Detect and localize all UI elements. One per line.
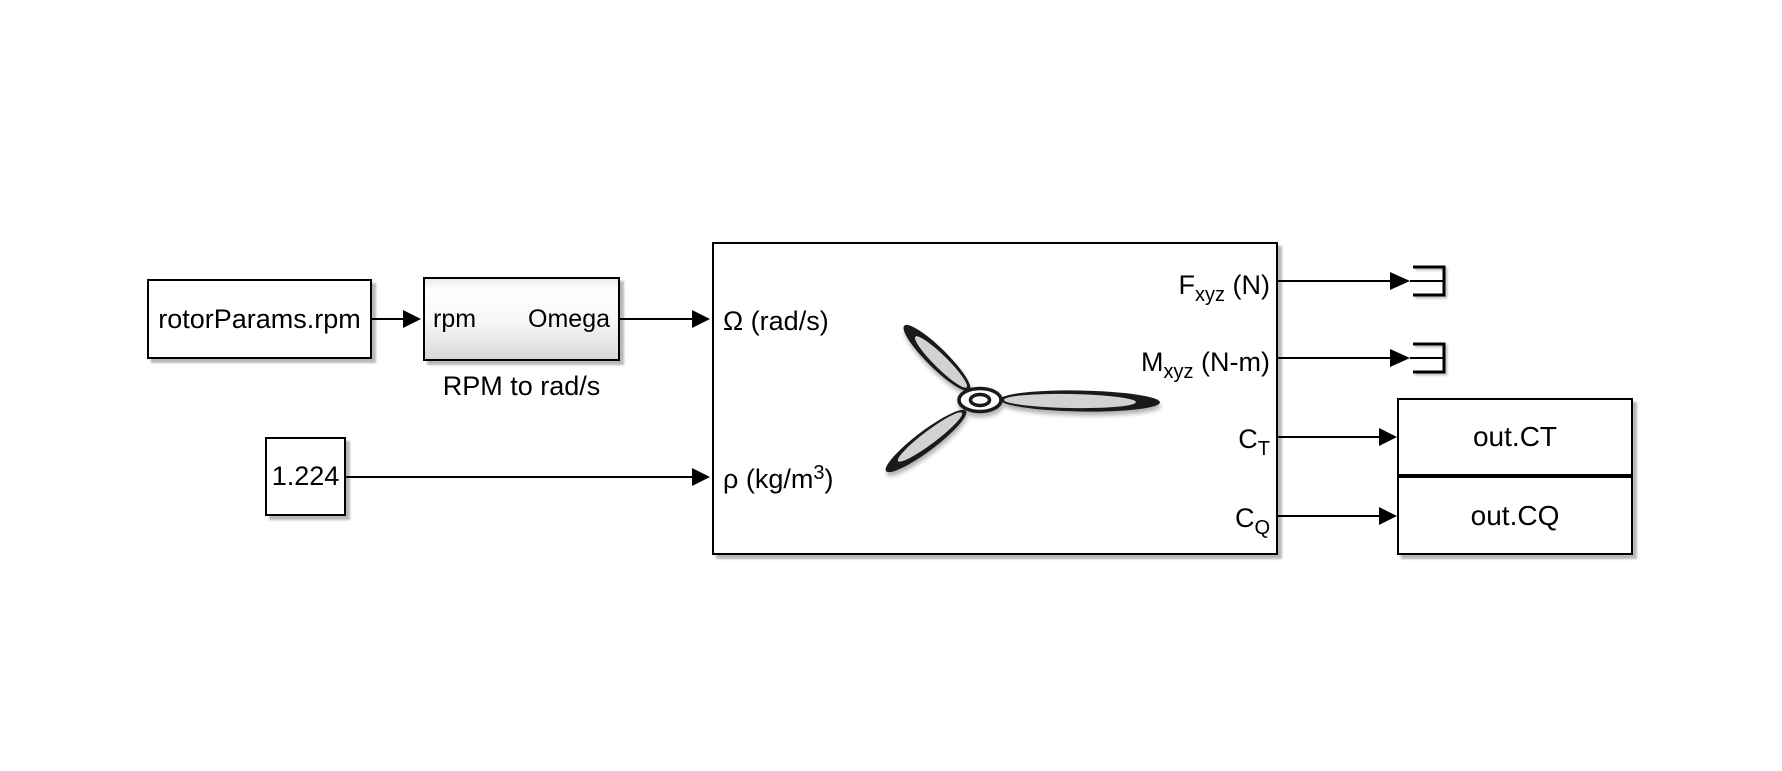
rotor-input-rho-label: ρ (kg/m3) (723, 462, 834, 495)
out-ct-label: out.CT (1472, 421, 1558, 452)
rotor-input-omega-label: Ω (rad/s) (723, 306, 829, 337)
blade-right-face (1004, 393, 1136, 409)
arrowhead-omega (692, 310, 710, 328)
arrowhead-rho (692, 468, 710, 486)
rotor-output-ct-label: CT (1238, 424, 1270, 461)
terminator-moment-icon[interactable] (1413, 342, 1446, 374)
rotor-params-label: rotorParams.rpm (158, 303, 361, 334)
rpm-converter-name: RPM to rad/s (442, 371, 601, 401)
rotor-block[interactable]: Ω (rad/s) ρ (kg/m3) Fxyz (N) Mxyz (N-m) … (712, 242, 1278, 555)
rpm-converter-block[interactable]: rpm Omega (423, 277, 620, 361)
arrowhead-cq (1379, 507, 1397, 525)
propeller-icon (885, 324, 1160, 473)
out-cq-block[interactable]: out.CQ (1397, 476, 1633, 555)
arrowhead-rpm (403, 310, 421, 328)
rotor-params-block[interactable]: rotorParams.rpm (147, 279, 372, 359)
blade-lower-left-face (897, 412, 963, 462)
arrowhead-force (1390, 272, 1410, 290)
rotor-output-force-label: Fxyz (N) (1178, 270, 1270, 307)
propeller-hub-hole (968, 392, 992, 408)
rotor-output-moment-label: Mxyz (N-m) (1141, 347, 1270, 384)
rpm-input-port-label: rpm (433, 304, 477, 333)
terminator-force-icon[interactable] (1413, 265, 1446, 297)
rotor-output-cq-label: CQ (1234, 503, 1270, 540)
blade-upper-left-face (914, 336, 968, 388)
out-ct-block[interactable]: out.CT (1397, 398, 1633, 476)
omega-output-port-label: Omega (528, 304, 610, 333)
arrowhead-moment (1390, 349, 1410, 367)
air-density-constant-block[interactable]: 1.224 (265, 437, 346, 516)
arrowhead-ct (1379, 428, 1397, 446)
air-density-value: 1.224 (271, 461, 340, 491)
out-cq-label: out.CQ (1470, 499, 1560, 531)
